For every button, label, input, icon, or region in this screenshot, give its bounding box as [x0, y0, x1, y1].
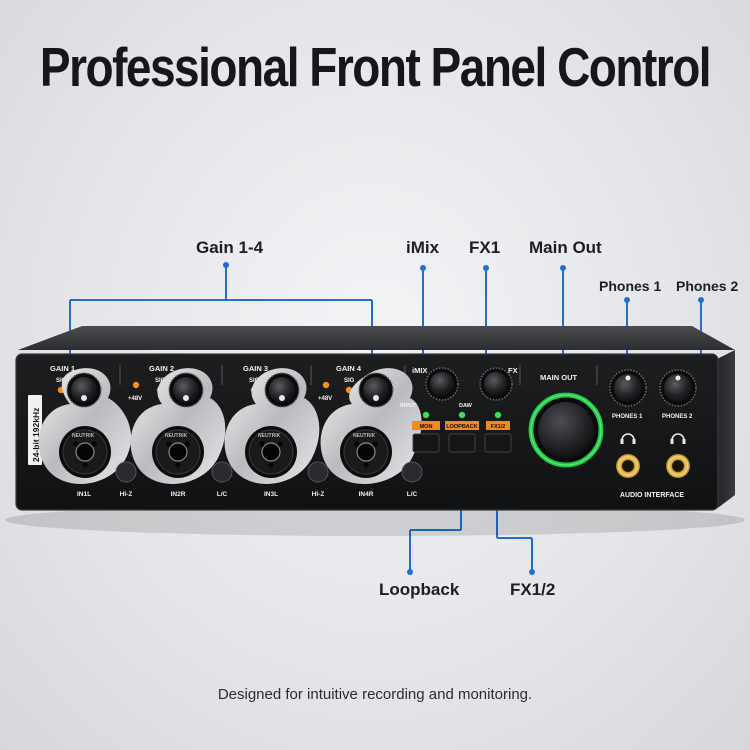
- phones1-jack[interactable]: [616, 454, 640, 478]
- hiz2-label: HI-Z: [312, 491, 325, 498]
- fx-knob[interactable]: [479, 367, 513, 401]
- headline: Professional Front Panel Control: [39, 36, 712, 98]
- lc1-label: L/C: [217, 491, 228, 498]
- in1l-label: IN1L: [77, 491, 91, 498]
- spec-badge: 24-bit 192kHz: [28, 395, 42, 465]
- badge-bit: 24-bit: [31, 439, 41, 462]
- in2r-label: IN2R: [171, 491, 186, 498]
- callout-imix: iMix: [406, 238, 440, 257]
- caption: Designed for intuitive recording and mon…: [217, 686, 533, 703]
- gain1-label: GAIN 1: [50, 364, 75, 373]
- main-out-label: MAIN OUT: [540, 373, 577, 382]
- gain3-knob[interactable]: [264, 372, 300, 408]
- phantom2-led: [322, 381, 330, 389]
- hiz1-button[interactable]: [115, 461, 137, 483]
- lc2-button[interactable]: [401, 461, 423, 483]
- gain4-knob[interactable]: [358, 372, 394, 408]
- lc2-label: L/C: [407, 491, 418, 498]
- fx12-led: [494, 411, 502, 419]
- gain-knobs: [66, 372, 394, 408]
- svg-text:24-bit 192kHz: 24-bit 192kHz: [31, 408, 41, 462]
- sig2-label: SIG: [155, 378, 166, 384]
- callout-fx12: FX1/2: [510, 580, 556, 599]
- gain3-label: GAIN 3: [243, 364, 268, 373]
- headphone-icon: [620, 433, 686, 444]
- main-out-knob[interactable]: [528, 392, 604, 468]
- sig4-label: SIG: [344, 378, 355, 384]
- xlr-brand-1: NEUTRIK: [72, 433, 95, 439]
- fx-label: FX: [508, 366, 518, 375]
- callout-loopback: Loopback: [379, 580, 460, 599]
- loopback-tag: LOOPBACK: [446, 424, 478, 430]
- combo-jack-1[interactable]: [38, 368, 132, 484]
- gain4-label: GAIN 4: [336, 364, 362, 373]
- fx12-button[interactable]: [484, 433, 512, 453]
- imix-knob[interactable]: [425, 367, 459, 401]
- callout-phones2: Phones 2: [676, 278, 739, 294]
- audio-interface-label: AUDIO INTERFACE: [620, 492, 685, 499]
- imix-input-label: INPUT: [400, 403, 417, 409]
- gain2-label: GAIN 2: [149, 364, 174, 373]
- callout-phones1: Phones 1: [599, 278, 662, 294]
- combo-jack-4[interactable]: [320, 368, 422, 484]
- lc1-button[interactable]: [211, 461, 233, 483]
- phones2-label: PHONES 2: [662, 414, 693, 420]
- phones2-knob[interactable]: [659, 369, 697, 407]
- phones1-label: PHONES 1: [612, 414, 643, 420]
- loopback-button[interactable]: [448, 433, 476, 453]
- sig1-label: SIG: [56, 378, 67, 384]
- mon-led: [422, 411, 430, 419]
- xlr-brand-4: NEUTRIK: [353, 433, 376, 439]
- in4r-label: IN4R: [359, 491, 374, 498]
- phantom2-label: +48V: [318, 396, 332, 402]
- callout-gain: Gain 1-4: [196, 238, 264, 257]
- phantom1-label: +48V: [128, 396, 142, 402]
- mon-tag: MON: [420, 424, 433, 430]
- sig3-label: SIG: [249, 378, 260, 384]
- hiz2-button[interactable]: [307, 461, 329, 483]
- in3l-label: IN3L: [264, 491, 278, 498]
- phones1-knob[interactable]: [609, 369, 647, 407]
- callout-fx1: FX1: [469, 238, 501, 257]
- mon-button[interactable]: [412, 433, 440, 453]
- imix-daw-label: DAW: [459, 403, 473, 409]
- loopback-led: [458, 411, 466, 419]
- badge-rate: 192kHz: [31, 408, 41, 437]
- callout-main-out: Main Out: [529, 238, 602, 257]
- gain1-knob[interactable]: [66, 372, 102, 408]
- gain2-knob[interactable]: [168, 372, 204, 408]
- imix-label: iMIX: [412, 366, 427, 375]
- xlr-brand-2: NEUTRIK: [165, 433, 188, 439]
- xlr-brand-3: NEUTRIK: [258, 433, 281, 439]
- fx12-tag: FX1/2: [491, 424, 506, 430]
- phones2-jack[interactable]: [666, 454, 690, 478]
- phantom1-led: [132, 381, 140, 389]
- hiz1-label: HI-Z: [120, 491, 133, 498]
